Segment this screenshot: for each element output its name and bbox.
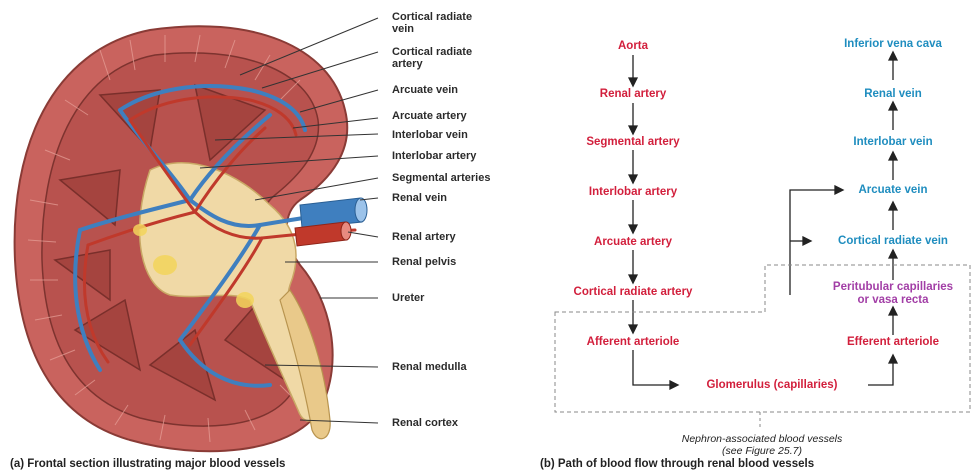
label-renal-pelvis: Renal pelvis (392, 256, 456, 268)
node-efferent-arteriole: Efferent arteriole (847, 336, 939, 349)
nephron-note-line-2: (see Figure 25.7) (682, 445, 843, 457)
node-peritubular-capillaries: Peritubular capillaries or vasa recta (833, 281, 953, 307)
label-renal-vein: Renal vein (392, 192, 447, 204)
label-cortical-radiate-vein: Cortical radiate vein (392, 11, 487, 35)
peritubular-line-2: or vasa recta (833, 294, 953, 307)
nephron-note-line-1: Nephron-associated blood vessels (682, 433, 843, 445)
label-segmental-arteries: Segmental arteries (392, 172, 490, 184)
peritubular-line-1: Peritubular capillaries (833, 281, 953, 294)
node-interlobar-vein: Interlobar vein (853, 136, 932, 149)
caption-a: (a) Frontal section illustrating major b… (10, 458, 285, 470)
node-renal-artery: Renal artery (600, 88, 666, 101)
label-interlobar-vein: Interlobar vein (392, 129, 468, 141)
node-cortical-radiate-artery: Cortical radiate artery (574, 286, 693, 299)
node-cortical-radiate-vein: Cortical radiate vein (838, 235, 948, 248)
node-renal-vein: Renal vein (864, 88, 922, 101)
node-glomerulus: Glomerulus (capillaries) (706, 379, 837, 392)
node-aorta: Aorta (618, 40, 648, 53)
label-renal-artery: Renal artery (392, 231, 456, 243)
node-segmental-artery: Segmental artery (586, 136, 679, 149)
label-arcuate-artery: Arcuate artery (392, 110, 467, 122)
label-interlobar-artery: Interlobar artery (392, 150, 476, 162)
label-renal-medulla: Renal medulla (392, 361, 467, 373)
renal-trunks (295, 198, 367, 246)
label-arcuate-vein: Arcuate vein (392, 84, 458, 96)
node-arcuate-artery: Arcuate artery (594, 236, 672, 249)
node-afferent-arteriole: Afferent arteriole (587, 336, 680, 349)
node-inferior-vena-cava: Inferior vena cava (844, 38, 942, 51)
node-interlobar-artery: Interlobar artery (589, 186, 677, 199)
nephron-note: Nephron-associated blood vessels (see Fi… (682, 433, 843, 457)
caption-b: (b) Path of blood flow through renal blo… (540, 458, 814, 470)
label-cortical-radiate-artery: Cortical radiate artery (392, 46, 487, 70)
label-renal-cortex: Renal cortex (392, 417, 458, 429)
label-ureter: Ureter (392, 292, 424, 304)
node-arcuate-vein: Arcuate vein (858, 184, 927, 197)
